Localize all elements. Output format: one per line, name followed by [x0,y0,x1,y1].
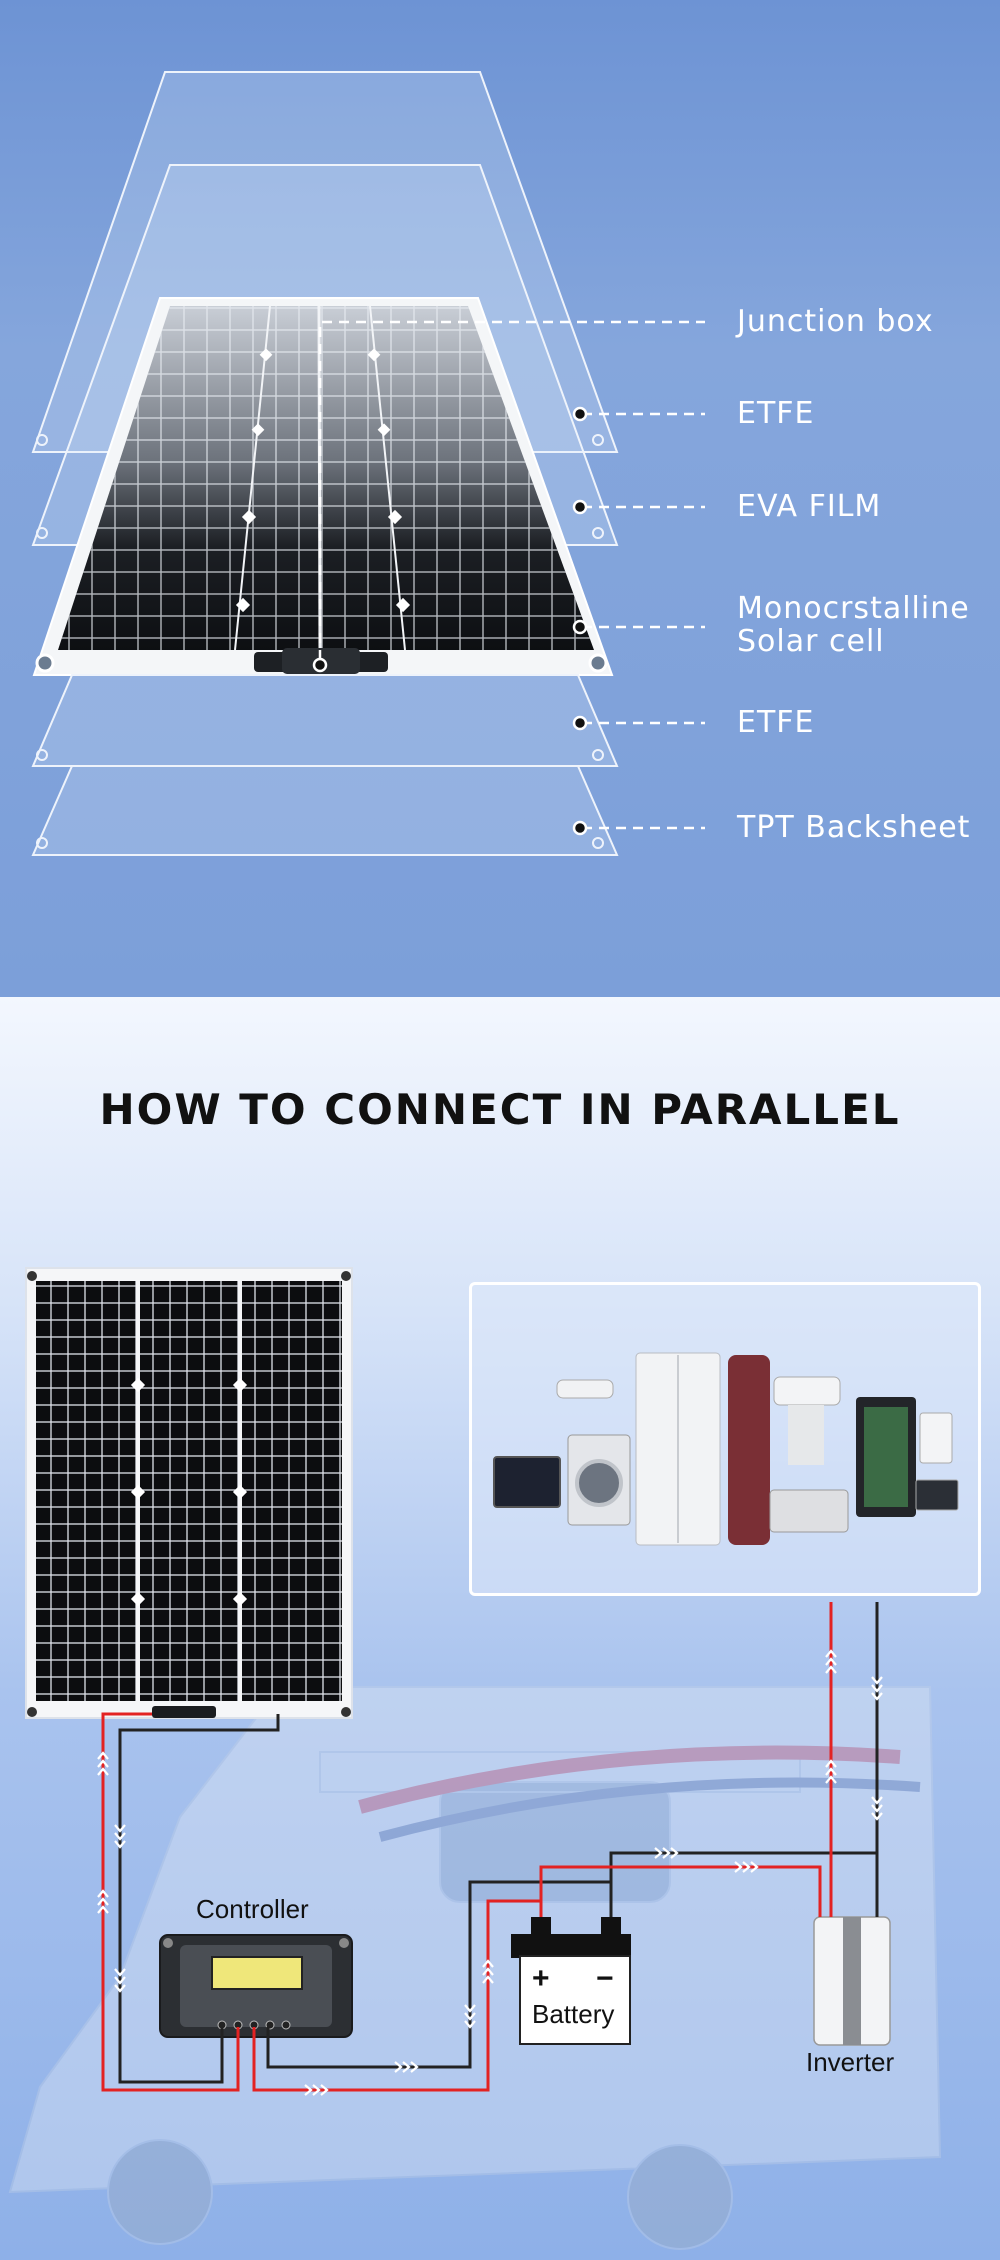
etfe-bottom-sheet [31,674,619,767]
layer-structure-section: Junction box ETFE EVA FILM Monocrstallin… [0,0,1000,997]
rv-silhouette [8,1456,942,2250]
solar-panel [25,1267,353,1719]
battery-label: Battery [532,1999,615,2029]
label-tpt-backsheet: TPT Backsheet [737,810,971,845]
label-cell-line1: Monocrstalline [737,591,970,626]
inverter [813,1916,891,2046]
battery-plus-sign: + [532,1962,550,1995]
connection-diagram [8,1267,942,2250]
label-etfe-top: ETFE [737,396,815,431]
inverter-label: Inverter [806,2047,895,2077]
current-arrows [97,1649,883,2096]
layer-structure-illustration [31,71,705,856]
controller-label: Controller [196,1894,309,1924]
tpt-backsheet [31,765,619,856]
label-etfe-bottom: ETFE [737,705,815,740]
label-eva-film: EVA FILM [737,489,882,524]
connection-diagram-section: HOW TO CONNECT IN PARALLEL [0,997,1000,2260]
household-appliances-illustration [493,1352,959,1546]
label-cell-line2: Solar cell [737,624,885,659]
battery [511,1917,631,2045]
appliances-panel [469,1282,981,1596]
label-junction-box: Junction box [737,304,934,339]
battery-minus-sign: − [596,1962,614,1995]
diagram-title: HOW TO CONNECT IN PARALLEL [99,1085,901,1134]
charge-controller [159,1934,353,2038]
